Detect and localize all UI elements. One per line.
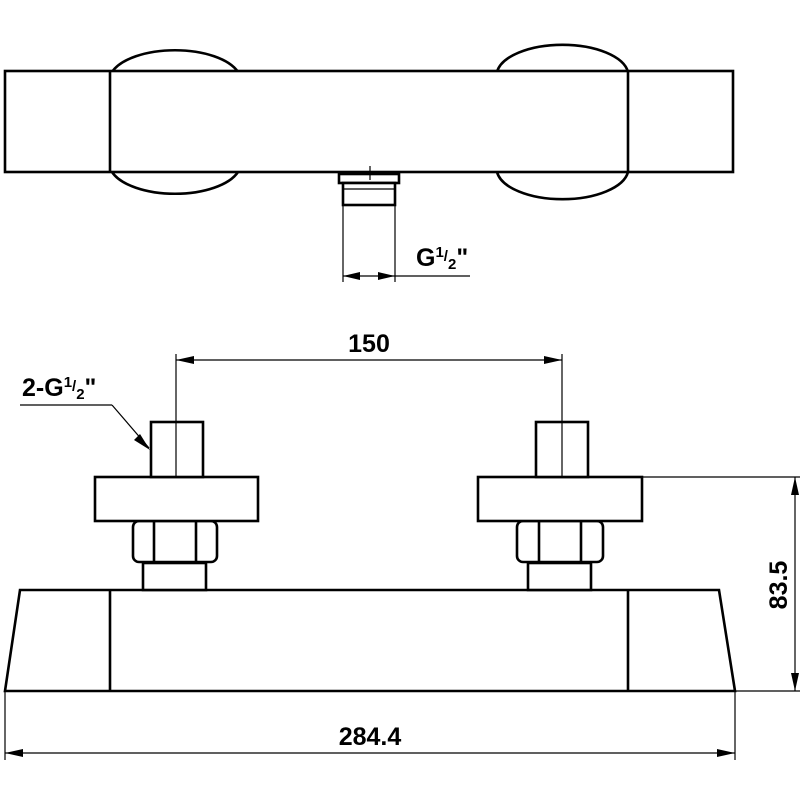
bar-body-top (3, 69, 735, 174)
left-hex-nut (131, 519, 219, 564)
left-inlet-pipe (149, 420, 205, 479)
outlet-arrow-right (378, 272, 395, 280)
length-arrow-left (5, 749, 23, 757)
right-inlet-base (526, 561, 593, 592)
outlet-thread-label: G1/2" (416, 244, 468, 273)
right-flange (476, 475, 644, 523)
spacing-arrow-left (176, 356, 194, 364)
left-inlet-base (141, 561, 208, 592)
bar-body-front (3, 588, 737, 693)
thread-leader-arrow (134, 434, 150, 450)
height-label: 83.5 (765, 561, 793, 610)
top-view: G1/2" (3, 43, 735, 282)
outlet-cap (337, 172, 401, 185)
left-escutcheon-bottom (110, 171, 240, 196)
inlet-thread-label: 2-G1/2" (22, 374, 96, 403)
right-inlet (476, 420, 644, 592)
outlet-arrow-left (343, 272, 360, 280)
length-arrow-right (717, 749, 735, 757)
overall-length-label: 284.4 (339, 723, 402, 751)
height-arrow-top (791, 477, 799, 495)
right-escutcheon-top (495, 43, 630, 73)
height-arrow-bottom (791, 673, 799, 691)
right-escutcheon-bottom (495, 171, 630, 201)
left-flange (93, 475, 260, 523)
spacing-arrow-right (544, 356, 562, 364)
right-hex-nut (515, 519, 605, 564)
left-escutcheon-top (110, 48, 240, 73)
outlet-thread (341, 181, 397, 207)
front-view: 150 2-G1/2" 83.5 284.4 (3, 330, 800, 760)
inlet-spacing-label: 150 (348, 330, 390, 358)
left-inlet (93, 420, 260, 592)
